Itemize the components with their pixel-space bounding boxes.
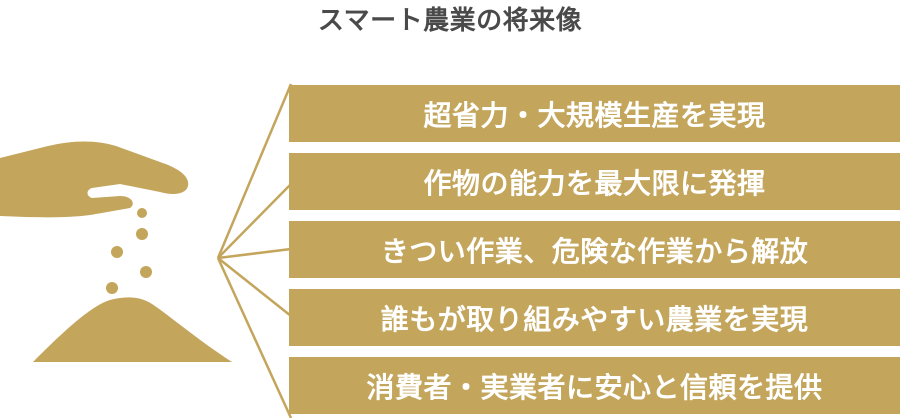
hand-sowing-seeds-icon bbox=[0, 141, 189, 218]
seed-4 bbox=[140, 266, 152, 278]
seed-1 bbox=[137, 208, 147, 218]
page-title: スマート農業の将来像 bbox=[317, 6, 583, 36]
soil-mound bbox=[33, 297, 232, 362]
seed-3 bbox=[111, 246, 123, 258]
goal-box-5: 消費者・実業者に安心と信頼を提供 bbox=[289, 357, 900, 414]
goal-box-4: 誰もが取り組みやすい農業を実現 bbox=[289, 289, 900, 346]
goal-box-2: 作物の能力を最大限に発揮 bbox=[289, 153, 900, 210]
connector-lines bbox=[216, 83, 293, 418]
seeds-group bbox=[106, 208, 152, 294]
goal-box-1: 超省力・大規模生産を実現 bbox=[289, 85, 900, 142]
seed-5 bbox=[106, 282, 118, 294]
goal-box-3: きつい作業、危険な作業から解放 bbox=[289, 221, 900, 278]
seed-2 bbox=[136, 228, 148, 240]
